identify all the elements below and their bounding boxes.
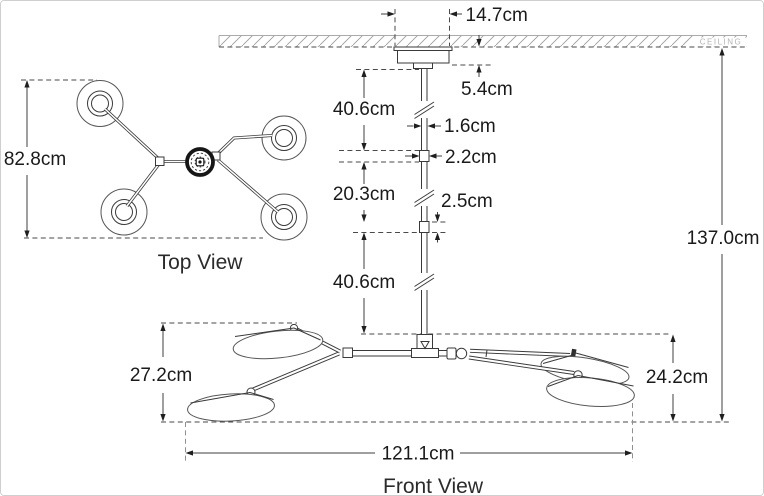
dim-body-height-left: 27.2cm — [130, 323, 192, 422]
top-view-drawing: 82.8cm — [4, 79, 308, 241]
tee-mark — [420, 341, 430, 350]
dim-label-body-height-left: 27.2cm — [130, 365, 192, 386]
body-bar-left — [351, 350, 415, 357]
ceiling-label-backing — [691, 37, 750, 47]
dim-body-width: 121.1cm — [185, 444, 633, 465]
stem-coupler-upper — [419, 150, 430, 162]
dim-stem-upper: 40.6cm — [333, 69, 419, 151]
shade-lower-right — [546, 375, 635, 407]
top-shade-lower-right — [260, 193, 308, 241]
top-shade-upper-right — [261, 115, 307, 161]
ceiling-canopy — [393, 46, 453, 69]
dim-label-canopy-height: 5.4cm — [461, 79, 513, 100]
shade-lower-left — [187, 392, 275, 422]
top-view-hub — [185, 147, 215, 177]
top-view-title: Top View — [158, 251, 244, 274]
dim-coupler-height: 2.5cm — [432, 191, 493, 243]
bar-fitting-right-ball — [455, 347, 468, 360]
bar-fitting-left — [342, 347, 353, 358]
ceiling-band: CEILING — [218, 35, 750, 48]
dim-stem-middle: 20.3cm — [333, 162, 395, 222]
dim-label-top-view-height: 82.8cm — [4, 149, 66, 170]
dim-overall-height: 137.0cm — [687, 48, 760, 422]
arm-lower-right — [468, 355, 575, 375]
stem-coupler-lower — [419, 221, 430, 233]
arm-upper-right — [469, 348, 571, 358]
top-fitting-left — [155, 156, 165, 166]
dim-label-coupler-height: 2.5cm — [441, 191, 493, 212]
dim-label-canopy-width: 14.7cm — [466, 5, 528, 26]
dim-canopy-height: 5.4cm — [452, 35, 513, 100]
shade-upper-right — [540, 352, 630, 386]
dim-label-stem-lower: 40.6cm — [333, 272, 395, 293]
ceiling-hatch — [219, 35, 747, 47]
dim-label-coupler-width: 2.2cm — [445, 147, 497, 168]
stem-break-lower — [413, 273, 435, 291]
dim-label-body-height-right: 24.2cm — [646, 367, 708, 388]
tee-cross — [411, 348, 439, 358]
top-shade-lower-left — [100, 188, 148, 236]
dim-label-stem-middle: 20.3cm — [333, 184, 395, 205]
shade-upper-left — [232, 327, 324, 360]
dim-stem-lower: 40.6cm — [333, 232, 419, 334]
dim-label-stem-diameter: 1.6cm — [444, 116, 496, 137]
dim-stem-diameter: 1.6cm — [407, 116, 496, 137]
reference-lines — [161, 322, 732, 462]
front-view-title: Front View — [383, 475, 484, 496]
dim-coupler-width: 2.2cm — [339, 147, 497, 168]
bar-fitting-right-collar — [446, 347, 457, 360]
dim-top-view-height: 82.8cm — [4, 79, 263, 239]
dim-label-overall-height: 137.0cm — [687, 228, 760, 249]
stem-break-upper — [413, 101, 435, 119]
dim-canopy-width: 14.7cm — [381, 5, 528, 46]
dim-label-stem-upper: 40.6cm — [333, 99, 395, 120]
ceiling-label: CEILING — [700, 38, 743, 47]
top-view-arms — [103, 107, 280, 214]
dim-body-height-right: 24.2cm — [646, 334, 708, 422]
arm-lower-left — [252, 351, 340, 392]
stem-break-middle — [413, 189, 435, 207]
dim-label-body-width: 121.1cm — [382, 444, 455, 465]
